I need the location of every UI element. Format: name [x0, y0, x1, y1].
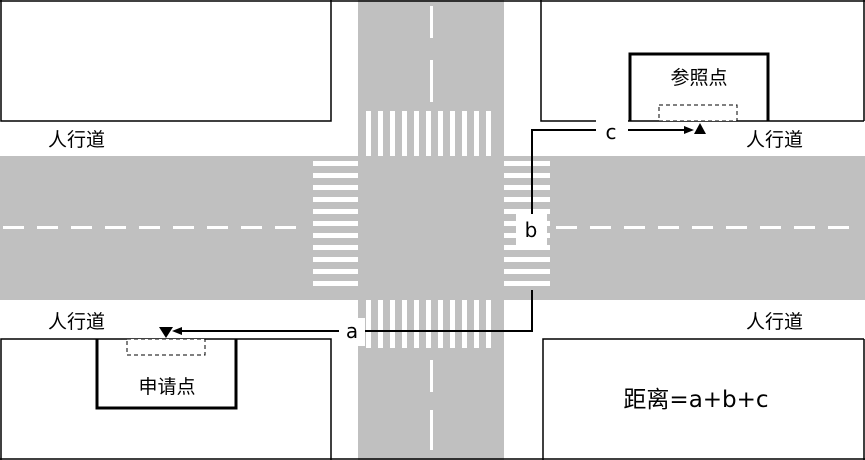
segment-c-label: c	[606, 120, 617, 144]
distance-formula: 距离=a+b+c	[623, 387, 768, 413]
route-path	[175, 129, 690, 332]
reference-point-building	[628, 52, 770, 122]
segment-b-label: b	[525, 218, 538, 242]
segment-a-label: a	[346, 319, 358, 343]
sidewalk-label-ne: 人行道	[746, 129, 803, 151]
crosswalk-west	[313, 161, 358, 286]
segment-c-arrowhead	[684, 126, 694, 134]
sidewalk-label-nw: 人行道	[48, 129, 105, 151]
sidewalk-label-se: 人行道	[746, 311, 803, 333]
segment-a-label-bg	[339, 318, 365, 346]
segment-b-label-bg	[516, 214, 547, 245]
segment-c-line	[531, 129, 690, 214]
horizontal-centerline	[3, 226, 849, 229]
application-point-label: 申请点	[138, 376, 195, 398]
sidewalk-label-sw: 人行道	[48, 311, 105, 333]
segment-c-label-bg	[596, 120, 628, 144]
segment-a-line	[175, 290, 533, 332]
reference-point-label: 参照点	[670, 67, 727, 89]
segment-a-arrowhead	[172, 327, 182, 335]
crosswalk-north	[366, 111, 491, 156]
application-point-building	[95, 338, 238, 410]
vertical-centerline	[430, 6, 433, 450]
crosswalk-south	[366, 300, 491, 348]
application-point-marker-icon	[159, 327, 173, 338]
reference-point-marker-icon	[694, 123, 706, 134]
